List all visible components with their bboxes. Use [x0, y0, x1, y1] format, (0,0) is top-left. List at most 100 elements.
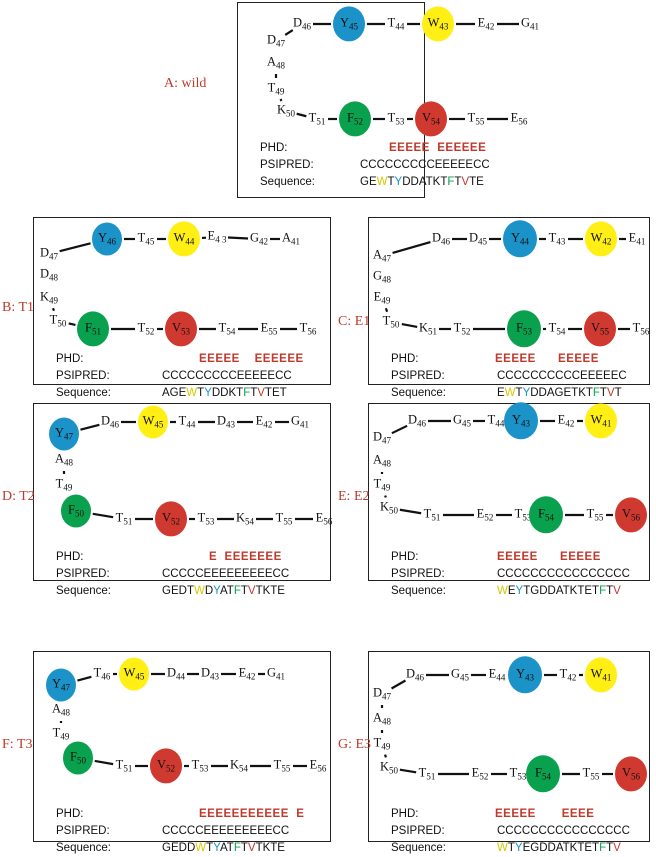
residue: G48: [373, 270, 391, 285]
backbone-link: [95, 761, 113, 764]
residue: Y47: [52, 678, 70, 693]
sequence-row: Sequence: WEYTGDDATKTETFTV: [391, 586, 643, 600]
backbone-link: [297, 114, 307, 117]
residue: T52: [454, 322, 471, 337]
residue: T52: [138, 322, 155, 337]
residue: D46: [408, 414, 426, 429]
panel-label: B: T1: [2, 300, 34, 316]
phd-label: PHD:: [391, 354, 418, 366]
residue: D43: [217, 415, 235, 430]
residue: T46: [94, 667, 111, 682]
seq-label: Sequence:: [56, 586, 111, 598]
residue: Y47: [55, 427, 73, 442]
residue: D46: [101, 415, 119, 430]
residue: K50: [380, 501, 398, 516]
psipred-value: CCCCCEEEEEEEEECC: [162, 826, 289, 838]
seq-value: WEYTGDDATKTETFTV: [497, 586, 621, 598]
residue: W44: [174, 232, 195, 247]
phd-row: PHD:EEEEE EEEE: [391, 809, 643, 823]
residue: F51: [85, 322, 101, 337]
residue: E42: [256, 415, 273, 430]
residue: G45: [453, 414, 471, 429]
residue: Y45: [340, 17, 358, 32]
panel-label: E: E2: [338, 489, 370, 505]
backbone-link: [285, 30, 293, 35]
phd-label: PHD:: [56, 552, 83, 564]
backbone-link: [80, 425, 99, 430]
phd-row: PHD:EEEEE EEEEE: [391, 552, 643, 566]
residue: T51: [309, 112, 326, 127]
backbone-link: [228, 238, 248, 239]
residue: T53: [198, 512, 215, 527]
residue: A41: [282, 232, 300, 247]
residue: V54: [422, 112, 440, 127]
residue: K51: [419, 322, 437, 337]
residue: Y43: [512, 414, 530, 429]
phd-row: PHD:EEEEEEEEEEE E: [56, 809, 324, 823]
residue: D47: [267, 34, 285, 49]
residue: A48: [267, 56, 285, 71]
backbone-link: [60, 243, 91, 251]
residue: V56: [622, 508, 640, 523]
residue: E52: [477, 508, 494, 523]
residue: A47: [373, 249, 391, 264]
psipred-label: PSIPRED:: [391, 371, 445, 383]
residue: T43: [549, 232, 566, 247]
residue: A48: [55, 453, 73, 468]
backbone-link: [77, 677, 91, 681]
phd-value: EEEEE EEEEE: [497, 552, 601, 564]
psipred-row: PSIPRED: CCCCCCCCCCCCCCCC: [391, 826, 643, 840]
residue: T51: [116, 512, 133, 527]
residue: T49: [56, 478, 73, 493]
sequence-row: Sequence:GEDDWTYATFTVTKTE: [56, 843, 324, 857]
phd-label: PHD:: [56, 354, 83, 366]
residue: T44: [179, 415, 196, 430]
sequence-row: Sequence:AGEWTYDDKTFTVTET: [56, 388, 324, 402]
residue: Y46: [98, 232, 116, 247]
residue: T55: [276, 512, 293, 527]
residue: T55: [468, 112, 485, 127]
psipred-value: CCCCCEEEEEEEEECC: [162, 569, 289, 581]
residue: T44: [388, 17, 405, 32]
residue: T49: [374, 737, 391, 752]
residue: F50: [68, 504, 84, 519]
seq-label: Sequence:: [391, 586, 446, 598]
residue: T44: [488, 414, 505, 429]
seq-label: Sequence:: [56, 388, 111, 400]
residue: G41: [521, 17, 539, 32]
psipred-value: CCCCCCCCCCCCCCCC: [497, 826, 630, 838]
residue: T53: [388, 112, 405, 127]
residue: K50: [380, 761, 398, 776]
backbone-link: [392, 426, 407, 433]
backbone-link: [400, 770, 416, 773]
backbone-link: [93, 514, 113, 517]
residue: E49: [374, 291, 391, 306]
backbone-link: [402, 324, 417, 327]
seq-value: GEWTYDDATKTFTVTE: [360, 177, 484, 189]
residue: T54: [219, 322, 236, 337]
phd-value: EEEEE EEEE: [495, 809, 594, 821]
residue: E56: [310, 759, 327, 774]
phd-row: PHD:EEEEE EEEEEE: [260, 143, 418, 157]
residue: T50: [50, 314, 67, 329]
psipred-label: PSIPRED:: [391, 826, 445, 838]
backbone-link: [69, 323, 76, 325]
residue: Y44: [511, 232, 529, 247]
residue: T51: [116, 759, 133, 774]
residue: T51: [424, 508, 441, 523]
residue: T53: [510, 767, 527, 782]
phd-row: PHD:EEEEE EEEEEE: [56, 354, 324, 368]
residue: E42: [239, 667, 256, 682]
residue: T42: [560, 668, 577, 683]
residue: T45: [138, 232, 155, 247]
residue: E56: [316, 512, 333, 527]
residue: T49: [268, 82, 285, 97]
seq-value: GEDTWDYATFTVTKTE: [162, 586, 285, 598]
residue: F50: [70, 751, 86, 766]
residue: A48: [373, 454, 391, 469]
residue: T50: [383, 315, 400, 330]
residue: D47: [373, 687, 391, 702]
residue: W42: [591, 232, 612, 247]
